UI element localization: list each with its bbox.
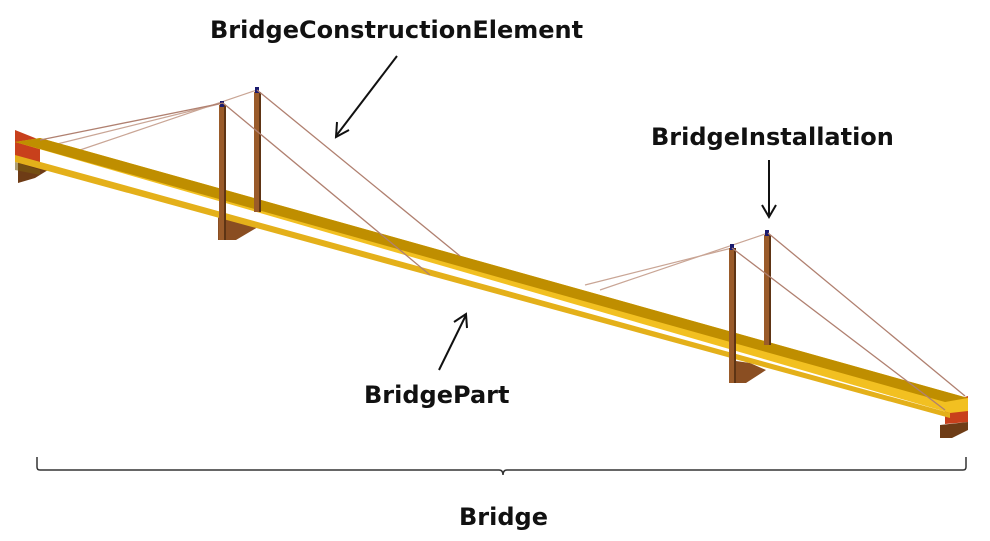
arrow-part <box>438 312 468 371</box>
label-bridge-installation: BridgeInstallation <box>651 123 894 151</box>
bridge-deck <box>15 138 968 418</box>
label-bridge-part: BridgePart <box>364 381 510 409</box>
stay-cables-front <box>39 89 966 411</box>
pylon-bases <box>218 214 766 383</box>
arrow-construction-element <box>334 55 398 139</box>
arrow-installation <box>761 160 777 219</box>
bridge-extent-bracket <box>36 457 967 476</box>
left-pylon-pair <box>219 87 261 240</box>
stay-cables-back <box>44 89 769 291</box>
pylon-cap-right-1 <box>730 244 734 250</box>
annotation-arrows <box>334 55 777 371</box>
pylon-cap-right-2 <box>765 230 769 236</box>
label-bridge: Bridge <box>459 503 548 531</box>
right-pylon-pair <box>729 230 771 383</box>
pylon-cap-left-1 <box>220 101 224 107</box>
label-bridge-construction-element: BridgeConstructionElement <box>210 16 584 44</box>
